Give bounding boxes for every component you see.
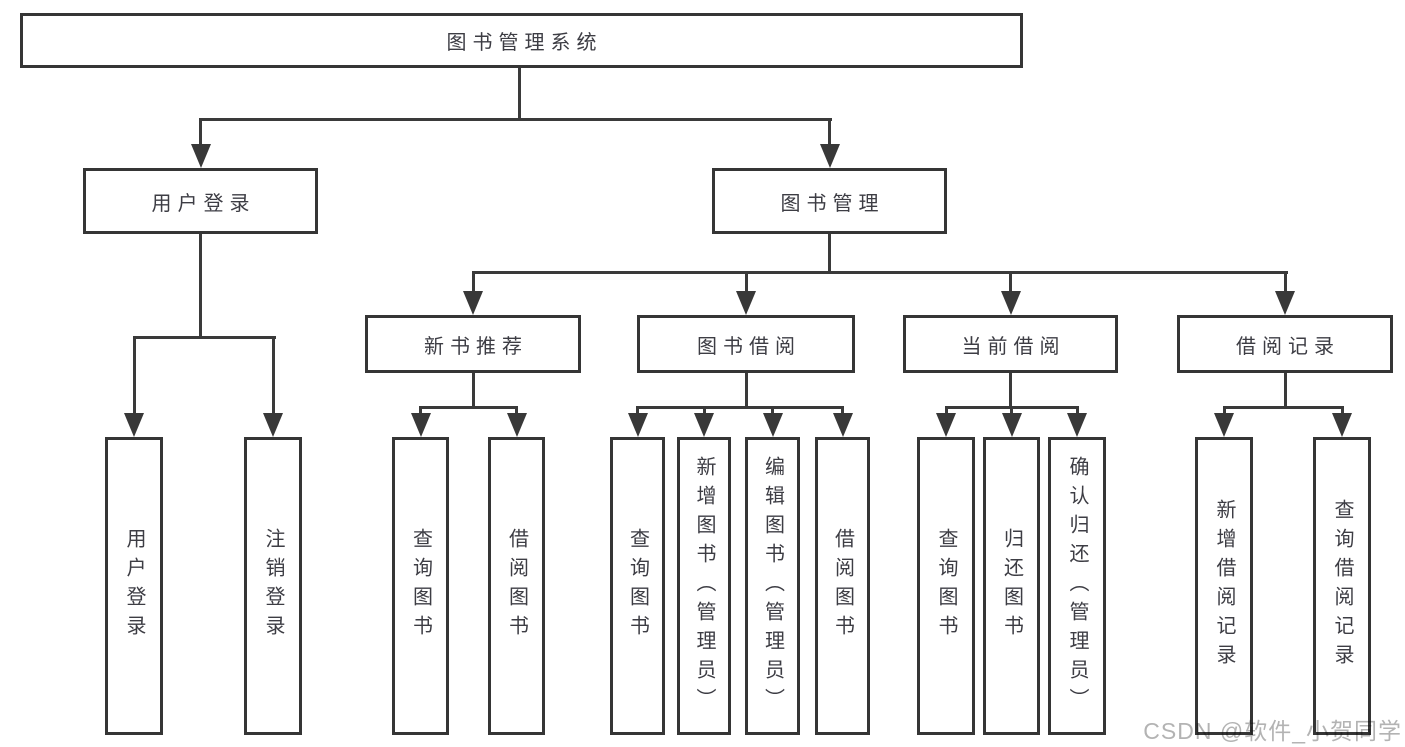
watermark: CSDN @软件_小贺同学 (1143, 718, 1402, 744)
leaf-add-books-admin: 新增图书（管理员） (677, 437, 731, 735)
connector-line (199, 121, 202, 145)
arrowhead-down-icon (1067, 413, 1087, 437)
connector-line (1075, 409, 1079, 414)
connector-line (132, 339, 136, 414)
leaf-borrow-books-2: 借阅图书 (815, 437, 870, 735)
arrowhead-down-icon (1214, 413, 1234, 437)
connector-line (271, 339, 275, 414)
leaf-query-books-2: 查询图书 (610, 437, 665, 735)
connector-line (1222, 406, 1344, 409)
leaf-user-login: 用户登录 (105, 437, 163, 735)
leaf-label: 确认归还（管理员） (1066, 455, 1088, 717)
connector-line (199, 118, 832, 121)
node-book-management: 图书管理 (712, 168, 947, 234)
leaf-edit-books-admin: 编辑图书（管理员） (745, 437, 800, 735)
connector-line (1283, 373, 1287, 407)
leaf-label: 归还图书 (1000, 528, 1023, 644)
connector-line (1283, 274, 1287, 292)
node-book-borrowing: 图书借阅 (637, 315, 855, 373)
arrowhead-down-icon (410, 413, 431, 437)
arrowhead-down-icon (936, 413, 956, 437)
arrowhead-down-icon (1332, 413, 1352, 437)
leaf-label: 查询图书 (626, 528, 649, 644)
node-borrowing-records: 借阅记录 (1177, 315, 1393, 373)
connector-line (471, 274, 475, 292)
leaf-logout: 注销登录 (244, 437, 302, 735)
leaf-label: 编辑图书（管理员） (761, 455, 784, 717)
node-current-borrowing: 当前借阅 (903, 315, 1118, 373)
arrowhead-down-icon (263, 413, 283, 437)
arrowhead-down-icon (1275, 291, 1295, 315)
connector-line (518, 68, 521, 119)
arrowhead-down-icon (190, 144, 211, 168)
leaf-query-borrow-record: 查询借阅记录 (1313, 437, 1371, 735)
arrowhead-down-icon (1001, 413, 1022, 437)
leaf-label: 注销登录 (262, 528, 284, 644)
leaf-query-books-1: 查询图书 (392, 437, 449, 735)
arrowhead-down-icon (506, 413, 527, 437)
connector-line (636, 409, 639, 414)
connector-line (132, 336, 276, 339)
connector-line (419, 409, 422, 414)
leaf-label: 用户登录 (123, 528, 145, 644)
arrowhead-down-icon (1000, 291, 1021, 315)
connector-line (702, 409, 706, 414)
connector-line (828, 234, 831, 272)
arrowhead-down-icon (627, 413, 648, 437)
connector-line (199, 234, 202, 337)
leaf-label: 查询图书 (409, 528, 432, 644)
connector-line (1009, 274, 1012, 292)
arrowhead-down-icon (694, 413, 714, 437)
leaf-query-books-3: 查询图书 (917, 437, 975, 735)
connector-line (1340, 409, 1344, 414)
connector-line (471, 271, 1288, 274)
connector-line (744, 373, 748, 407)
leaf-label: 查询借阅记录 (1331, 499, 1353, 673)
connector-line (944, 406, 1079, 409)
connector-line (771, 409, 774, 414)
leaf-borrow-books-1: 借阅图书 (488, 437, 545, 735)
leaf-add-borrow-record: 新增借阅记录 (1195, 437, 1253, 735)
arrowhead-down-icon (124, 413, 144, 437)
connector-line (1009, 373, 1012, 407)
leaf-label: 借阅图书 (505, 528, 528, 644)
arrowhead-down-icon (463, 291, 483, 315)
connector-line (1222, 409, 1226, 414)
connector-line (841, 409, 844, 414)
connector-line (515, 409, 518, 414)
leaf-label: 新增图书（管理员） (693, 455, 715, 717)
arrowhead-down-icon (819, 144, 840, 168)
leaf-confirm-return-admin: 确认归还（管理员） (1048, 437, 1106, 735)
connector-line (419, 406, 518, 409)
connector-line (944, 409, 948, 414)
connector-line (471, 373, 475, 407)
arrowhead-down-icon (736, 291, 756, 315)
node-library-management-system: 图书管理系统 (20, 13, 1023, 68)
node-user-login: 用户登录 (83, 168, 318, 234)
leaf-label: 新增借阅记录 (1213, 499, 1235, 673)
node-new-book-recommendation: 新书推荐 (365, 315, 581, 373)
arrowhead-down-icon (832, 413, 853, 437)
connector-line (744, 274, 748, 292)
connector-line (636, 406, 844, 409)
leaf-return-books: 归还图书 (983, 437, 1040, 735)
connector-line (828, 121, 831, 145)
leaf-label: 查询图书 (935, 528, 957, 644)
arrowhead-down-icon (762, 413, 783, 437)
leaf-label: 借阅图书 (831, 528, 854, 644)
connector-line (1010, 409, 1013, 414)
